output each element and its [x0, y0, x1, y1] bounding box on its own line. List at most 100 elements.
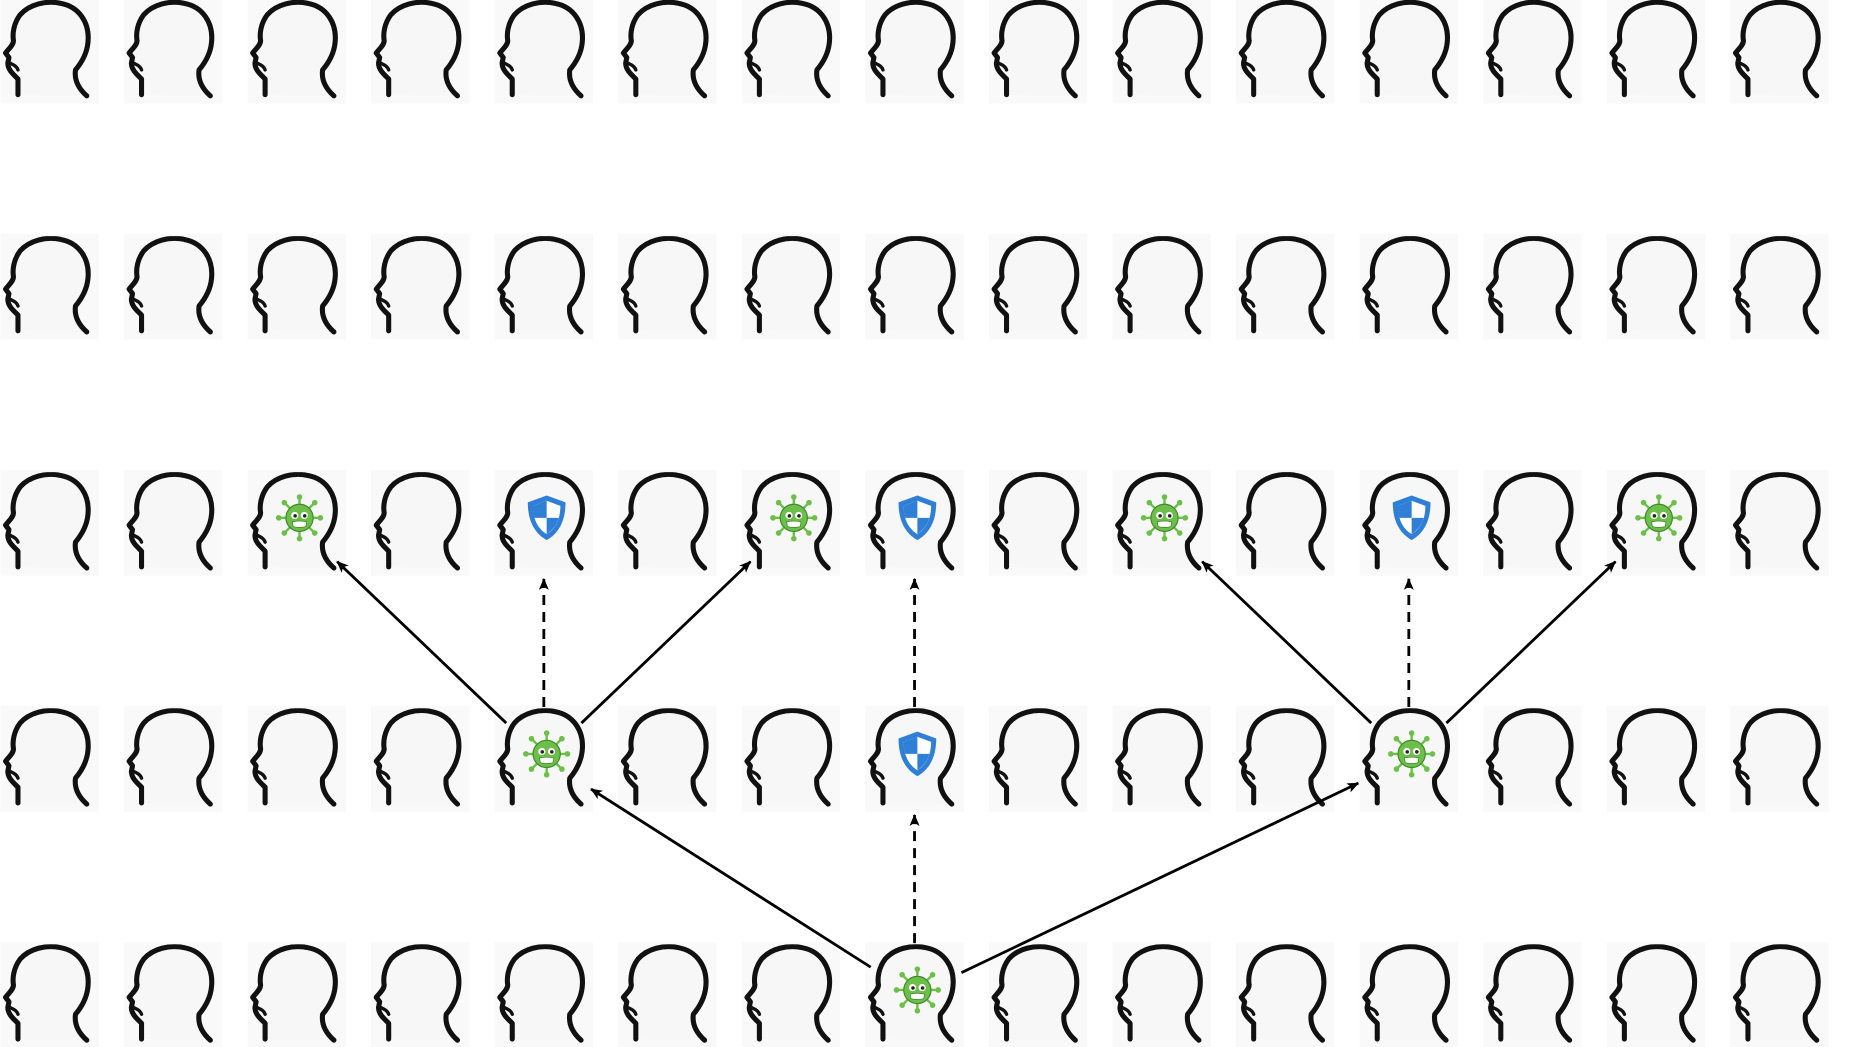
person-infected-r2-c6 [741, 470, 841, 576]
head-icon [129, 238, 212, 332]
head-icon [1612, 711, 1695, 805]
person-healthy-r1-c10 [1236, 234, 1335, 340]
head-icon [253, 2, 336, 96]
person-healthy-r1-c13 [1606, 234, 1706, 340]
person-healthy-r4-c1 [123, 942, 223, 1047]
solid-arrow-3 [336, 560, 508, 725]
head-icon [623, 2, 706, 96]
person-healthy-r1-c11 [1359, 234, 1459, 340]
head-icon [376, 238, 459, 332]
head-icon [6, 238, 89, 332]
virus-icon [1140, 493, 1189, 542]
person-healthy-r4-c13 [1606, 942, 1706, 1047]
head-icon [871, 2, 954, 96]
head-icon [1736, 947, 1819, 1041]
person-healthy-r4-c8 [988, 942, 1088, 1047]
head-icon [994, 947, 1077, 1041]
person-healthy-r3-c1 [123, 706, 223, 812]
head-icon [6, 711, 89, 805]
head-icon [1365, 238, 1448, 332]
head-icon [1488, 2, 1571, 96]
virus-icon [893, 965, 942, 1014]
head-icon [1241, 947, 1324, 1041]
head-icon [129, 711, 212, 805]
person-healthy-r4-c2 [247, 942, 346, 1047]
person-infected-r3-c11 [1359, 706, 1459, 812]
person-protected-r2-c11 [1359, 470, 1459, 576]
head-icon [994, 2, 1077, 96]
person-protected-r2-c4 [494, 470, 594, 576]
person-healthy-r1-c6 [741, 234, 841, 340]
person-healthy-r4-c10 [1236, 942, 1335, 1047]
head-icon [747, 947, 830, 1041]
head-icon [1241, 474, 1324, 568]
person-healthy-r1-c0 [0, 234, 99, 340]
head-icon [994, 711, 1077, 805]
person-healthy-r2-c12 [1483, 470, 1582, 576]
head-icon [1118, 238, 1201, 332]
head-icon [623, 947, 706, 1041]
person-healthy-r4-c6 [741, 942, 841, 1047]
head-icon [871, 238, 954, 332]
head-icon [376, 474, 459, 568]
person-healthy-r0-c0 [0, 0, 99, 104]
head-icon [1612, 2, 1695, 96]
head-icon [253, 711, 336, 805]
virus-icon [769, 493, 818, 542]
head-icon [747, 2, 830, 96]
person-healthy-r2-c10 [1236, 470, 1335, 576]
person-infected-r2-c9 [1112, 470, 1211, 576]
person-healthy-r1-c7 [865, 234, 964, 340]
person-healthy-r0-c12 [1483, 0, 1582, 104]
person-infected-r2-c2 [247, 470, 346, 576]
person-healthy-r2-c5 [618, 470, 717, 576]
person-healthy-r0-c3 [371, 0, 470, 104]
head-icon [1736, 2, 1819, 96]
head-icon [1612, 947, 1695, 1041]
head-icon [500, 947, 583, 1041]
head-icon [1118, 2, 1201, 96]
head-icon [1365, 947, 1448, 1041]
head-icon [994, 238, 1077, 332]
head-icon [6, 2, 89, 96]
head-icon [253, 947, 336, 1041]
person-healthy-r0-c6 [741, 0, 841, 104]
person-healthy-r3-c10 [1236, 706, 1335, 812]
virus-icon [1387, 729, 1436, 778]
head-icon [1736, 238, 1819, 332]
head-icon [623, 711, 706, 805]
head-icon [6, 947, 89, 1041]
head-icon [1241, 2, 1324, 96]
person-healthy-r4-c3 [371, 942, 470, 1047]
head-icon [623, 474, 706, 568]
head-icon [1488, 711, 1571, 805]
person-healthy-r2-c0 [0, 470, 99, 576]
person-healthy-r2-c3 [371, 470, 470, 576]
person-healthy-r3-c6 [741, 706, 841, 812]
head-icon [376, 2, 459, 96]
head-icon [623, 238, 706, 332]
person-healthy-r4-c5 [618, 942, 717, 1047]
virus-icon [522, 729, 571, 778]
person-healthy-r3-c3 [371, 706, 470, 812]
head-icon [1736, 474, 1819, 568]
person-infected-r2-c13 [1606, 470, 1706, 576]
person-healthy-r1-c5 [618, 234, 717, 340]
head-icon [1241, 238, 1324, 332]
solid-arrow-1 [960, 781, 1360, 974]
head-icon [376, 947, 459, 1041]
person-healthy-r1-c9 [1112, 234, 1211, 340]
person-healthy-r4-c9 [1112, 942, 1211, 1047]
person-healthy-r1-c2 [247, 234, 346, 340]
person-healthy-r2-c14 [1730, 470, 1829, 576]
head-icon [747, 711, 830, 805]
head-icon [994, 474, 1077, 568]
head-icon [6, 474, 89, 568]
person-healthy-r1-c4 [494, 234, 594, 340]
person-healthy-r3-c0 [0, 706, 99, 812]
head-icon [376, 711, 459, 805]
head-icon [1736, 711, 1819, 805]
solid-arrow-5 [580, 560, 752, 725]
person-healthy-r4-c11 [1359, 942, 1459, 1047]
